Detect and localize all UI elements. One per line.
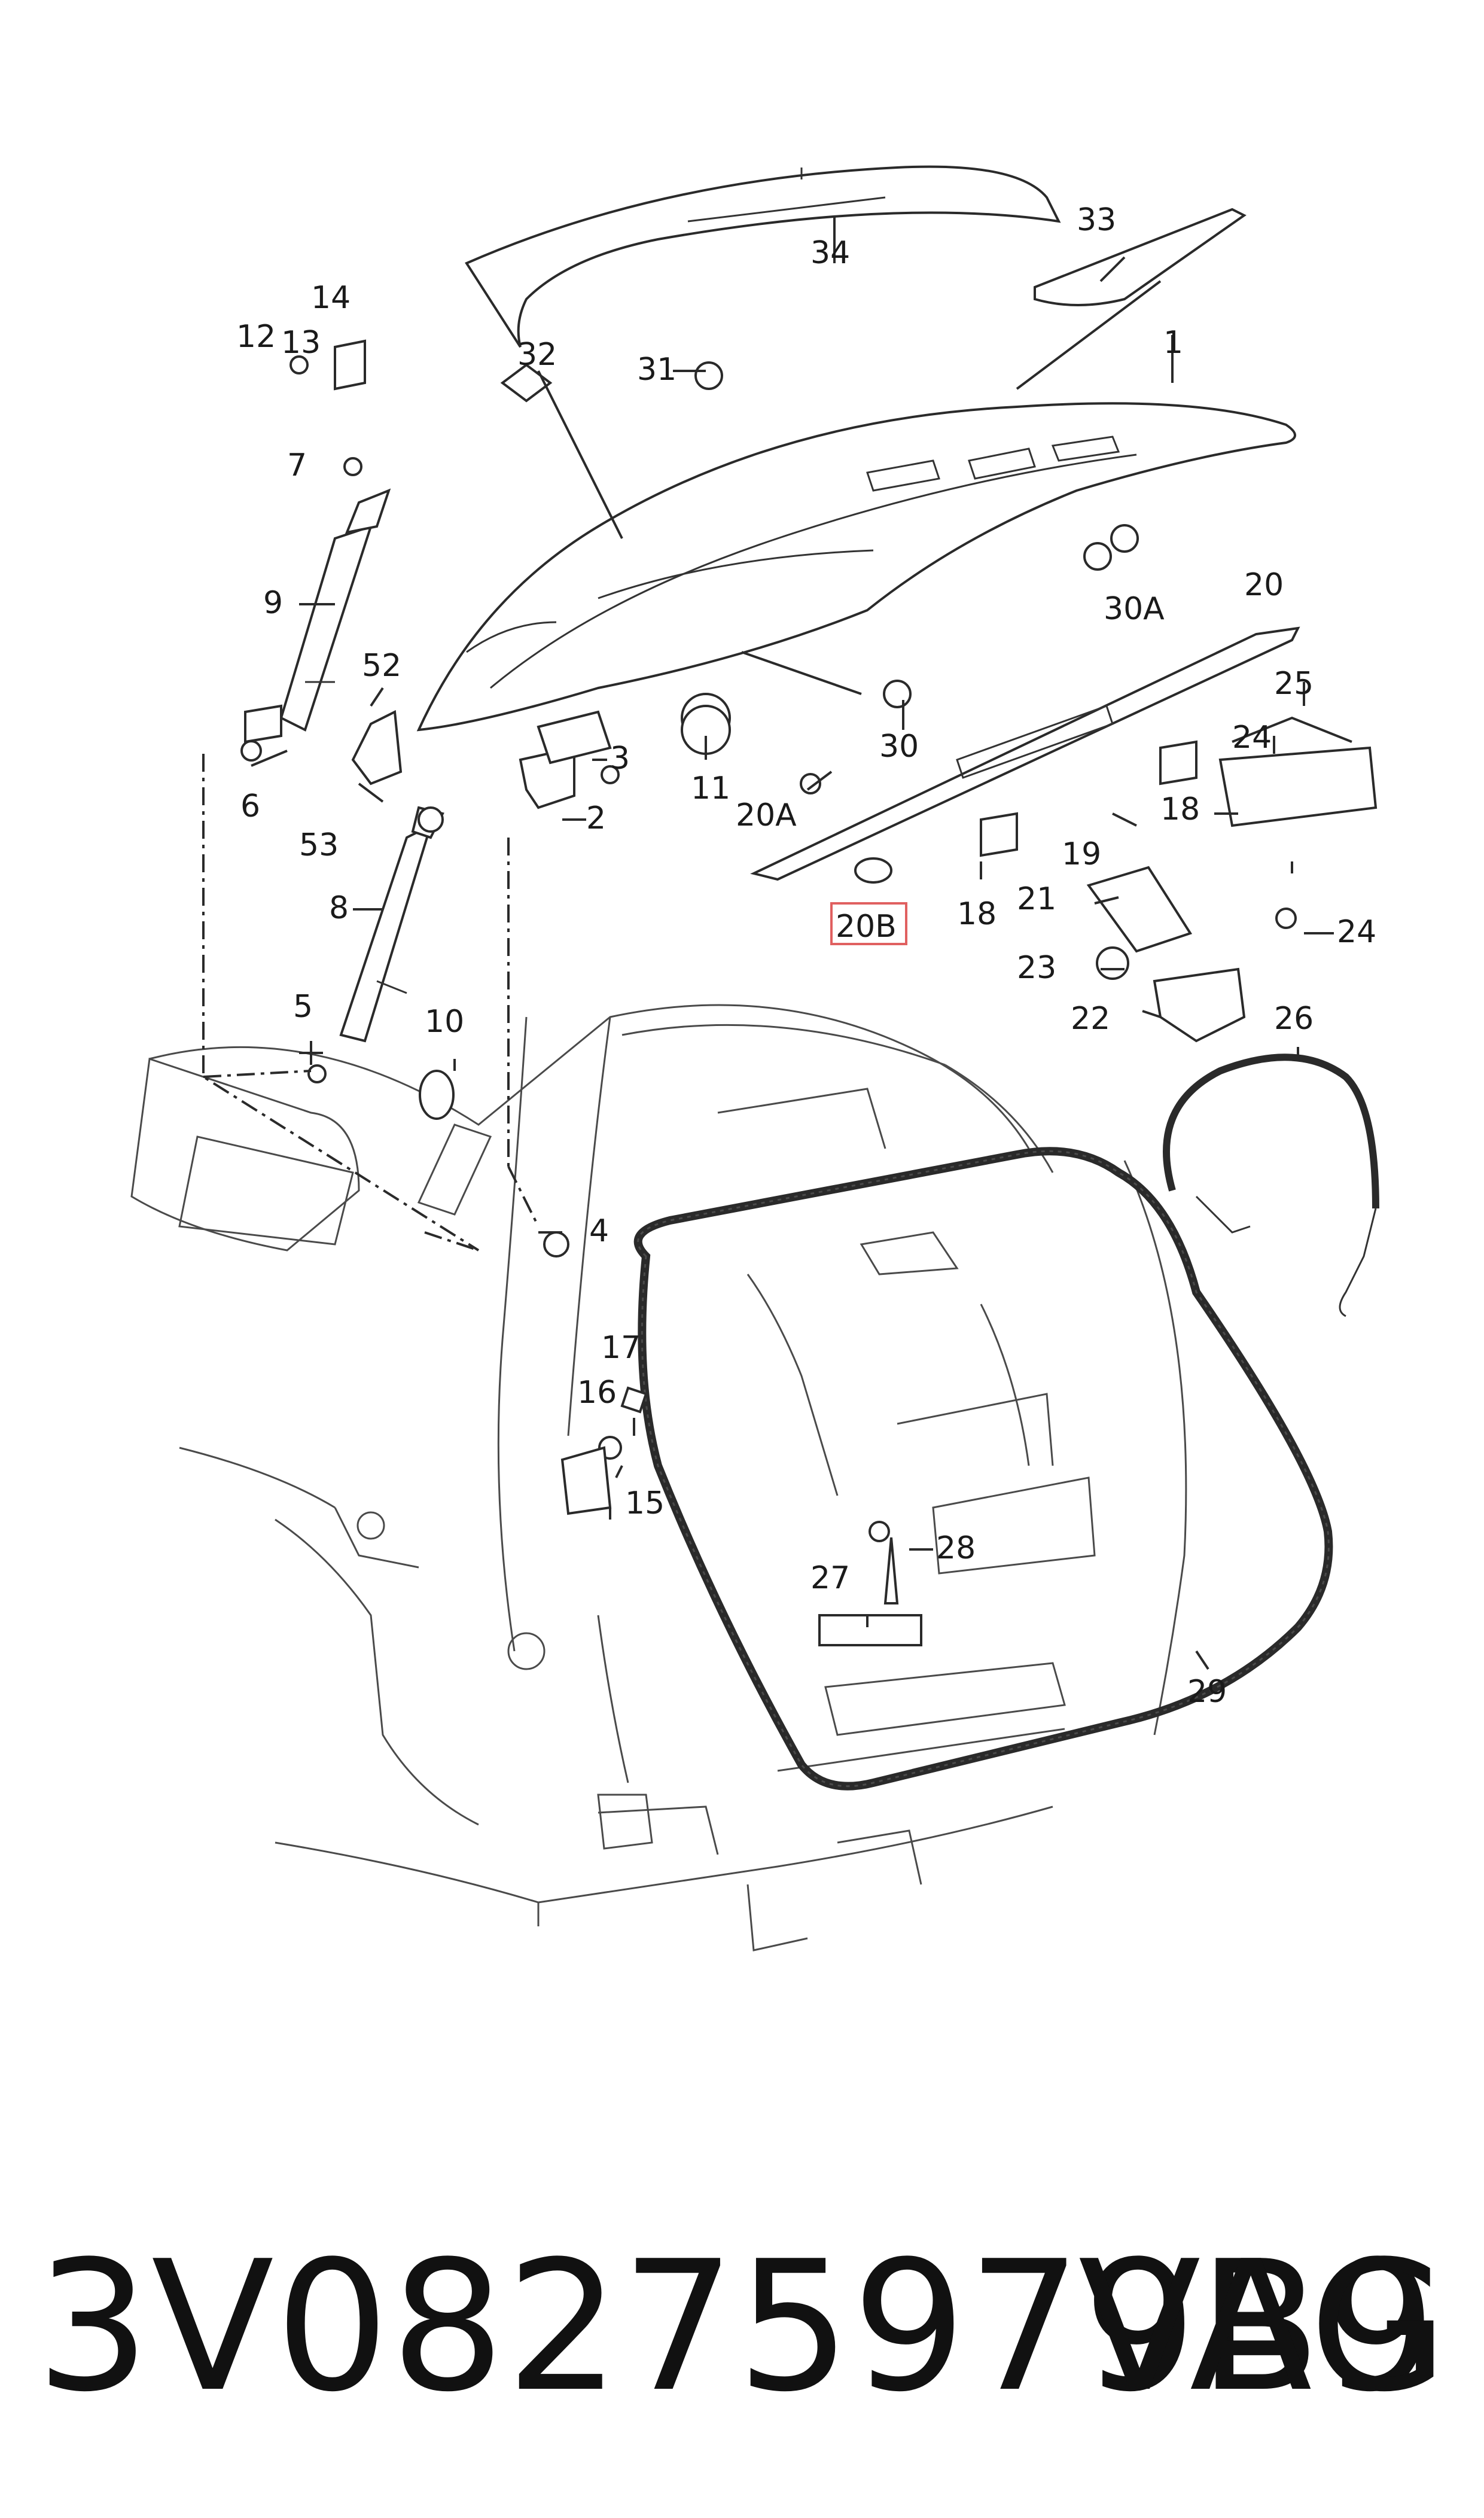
callout-24b: 24 (1337, 914, 1376, 950)
callout-20B: 20B (836, 909, 897, 945)
rear-spoiler (465, 165, 1061, 348)
handle-strip (750, 626, 1300, 881)
callout-34: 34 (810, 235, 850, 271)
callout-26: 26 (1274, 1001, 1314, 1037)
callout-28: 28 (936, 1530, 976, 1566)
callout-14: 14 (311, 280, 351, 316)
exploded-parts-diagram: 1 2 3 4 5 6 7 8 9 10 11 12 13 14 15 16 1… (130, 165, 1379, 1951)
tailgate-panel (416, 402, 1296, 732)
callout-2: 2 (586, 800, 606, 836)
callout-3: 3 (610, 741, 630, 777)
callout-24a: 24 (1232, 720, 1272, 756)
callout-9: 9 (263, 585, 283, 621)
callout-5: 5 (293, 989, 313, 1025)
callout-30: 30 (879, 729, 919, 765)
callout-4: 4 (589, 1213, 609, 1249)
callout-1: 1 (1163, 325, 1183, 361)
vehicle-body-outline (130, 1004, 1187, 1951)
callout-20: 20 (1244, 567, 1284, 603)
part-number: 3V08275979B9 (36, 2222, 1438, 2431)
callout-21: 21 (1017, 881, 1056, 917)
callout-labels: 1 2 3 4 5 6 7 8 9 10 11 12 13 14 15 16 1… (236, 202, 1376, 1710)
callout-27: 27 (810, 1560, 850, 1596)
gas-strut-upper (279, 488, 391, 732)
callout-53: 53 (299, 827, 339, 863)
callout-30A: 30A (1104, 591, 1165, 627)
callout-17: 17 (601, 1330, 641, 1366)
footer: 3V08275979B9 VAG (0, 2202, 1484, 2453)
callout-18a: 18 (957, 896, 997, 932)
callout-23: 23 (1017, 950, 1056, 986)
brand-name: VAG (1078, 2222, 1448, 2431)
callout-18b: 18 (1160, 791, 1200, 827)
callout-10: 10 (425, 1004, 464, 1040)
callout-25: 25 (1274, 666, 1314, 702)
callout-22: 22 (1071, 1001, 1110, 1037)
callout-33: 33 (1077, 202, 1116, 238)
callout-8: 8 (329, 890, 349, 926)
callout-29: 29 (1187, 1674, 1227, 1710)
callout-52: 52 (362, 648, 401, 684)
callout-31: 31 (637, 352, 677, 388)
callout-20A: 20A (736, 797, 797, 833)
gas-strut-lower (339, 806, 444, 1043)
trim-strip (1034, 208, 1247, 306)
callout-15: 15 (625, 1485, 665, 1521)
highlight-box-20B (830, 902, 907, 945)
callout-12: 12 (236, 319, 276, 355)
fasteners (240, 339, 1378, 1646)
callout-7: 7 (287, 447, 307, 483)
callout-19: 19 (1062, 836, 1101, 872)
strut-bracket (351, 710, 403, 785)
release-cable (1163, 1054, 1379, 1209)
callout-6: 6 (240, 788, 260, 824)
callout-32: 32 (517, 337, 557, 373)
callout-16: 16 (577, 1375, 617, 1411)
leader-lines (251, 215, 1352, 1670)
callout-11: 11 (691, 771, 730, 806)
callout-13: 13 (281, 325, 321, 361)
